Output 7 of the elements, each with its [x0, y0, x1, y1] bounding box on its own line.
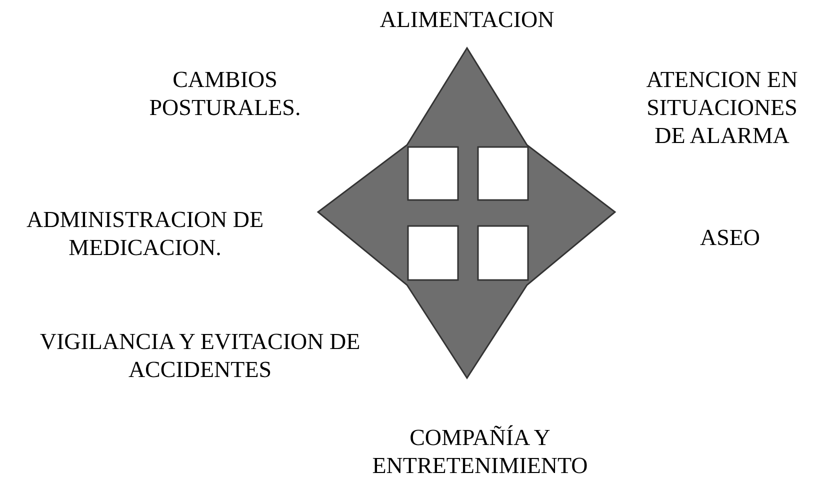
category-label: ATENCION EN SITUACIONES DE ALARMA [645, 66, 799, 150]
category-label: CAMBIOS POSTURALES. [148, 66, 302, 122]
category-label: COMPAÑÍA Y ENTRETENIMIENTO [371, 424, 589, 479]
category-label: VIGILANCIA Y EVITACION DE ACCIDENTES [38, 328, 362, 384]
category-label: ASEO [698, 224, 762, 252]
category-label: ALIMENTACION [378, 6, 556, 34]
category-label: ADMINISTRACION DE MEDICACION. [25, 206, 265, 262]
